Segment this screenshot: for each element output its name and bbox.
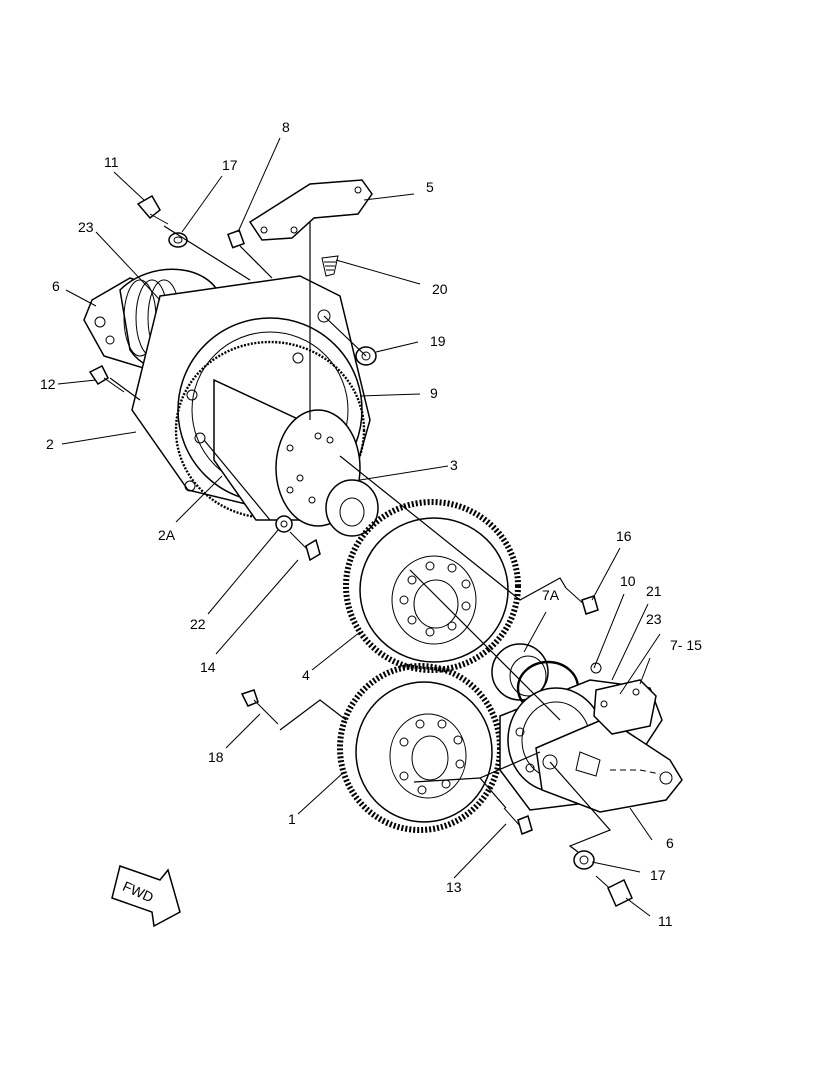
- callout-11-bottom: 11: [658, 913, 673, 929]
- callout-16: 16: [616, 528, 632, 544]
- bolt-11-bottom: [595, 875, 633, 908]
- callout-23-top: 23: [78, 219, 94, 235]
- bolt-12: [88, 364, 125, 393]
- bolt-16: [565, 587, 599, 615]
- seal-7a: [491, 643, 549, 701]
- callout-11-top: 11: [104, 154, 119, 170]
- washer-22: [275, 515, 293, 533]
- callout-3: 3: [450, 457, 458, 473]
- callout-23-right: 23: [646, 611, 662, 627]
- callout-6-right: 6: [666, 835, 674, 851]
- callout-13: 13: [446, 879, 462, 895]
- callout-9: 9: [430, 385, 438, 401]
- callout-12: 12: [40, 376, 56, 392]
- washer-17-bottom: [573, 850, 595, 870]
- bolt-11-top: [136, 194, 169, 225]
- gear-4: [343, 499, 521, 673]
- bolt-13: [503, 807, 533, 836]
- washer-17-top: [168, 232, 188, 248]
- callout-5: 5: [426, 179, 434, 195]
- callout-labels: 8 11 17 5 23 6 20 19 12 9 2 3 2A 16 10 2…: [40, 119, 702, 929]
- fitting-8: [227, 229, 245, 249]
- callout-2a: 2A: [158, 527, 176, 543]
- fwd-direction-arrow: FWD: [111, 865, 181, 928]
- callout-22: 22: [190, 616, 206, 632]
- gasket-7-15: [593, 679, 657, 735]
- hub-shaft: [213, 378, 379, 537]
- fitting-20: [321, 255, 339, 277]
- callout-17-top: 17: [222, 157, 238, 173]
- callout-17-bottom: 17: [650, 867, 666, 883]
- callout-20: 20: [432, 281, 448, 297]
- callout-8: 8: [282, 119, 290, 135]
- gasket-ring: [174, 340, 366, 520]
- callout-2: 2: [46, 436, 54, 452]
- alignment-lines: [109, 222, 612, 853]
- callout-1: 1: [288, 811, 296, 827]
- bracket-plate: [248, 179, 373, 241]
- gear-1: [337, 663, 503, 833]
- callout-21: 21: [646, 583, 662, 599]
- right-flange-6: [535, 717, 683, 813]
- callout-4: 4: [302, 667, 310, 683]
- callout-6-left: 6: [52, 278, 60, 294]
- bolt-18: [240, 689, 279, 725]
- bolt-14: [289, 531, 321, 562]
- callout-14: 14: [200, 659, 216, 675]
- callout-7-15: 7- 15: [670, 637, 702, 653]
- callout-18: 18: [208, 749, 224, 765]
- callout-10: 10: [620, 573, 636, 589]
- callout-7a: 7A: [542, 587, 560, 603]
- callout-19: 19: [430, 333, 446, 349]
- leader-lines: [57, 137, 661, 917]
